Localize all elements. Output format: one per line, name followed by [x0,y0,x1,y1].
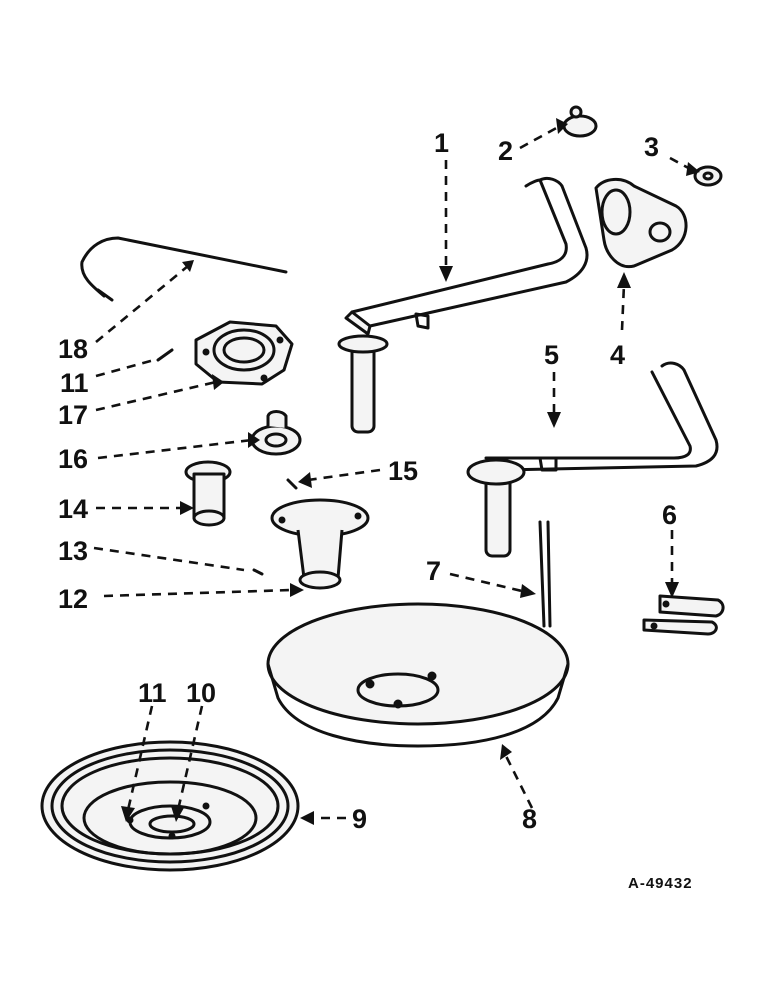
part-14-bushing [184,460,232,527]
callout-7: 7 [426,556,441,586]
part-3-washer [693,165,723,187]
callout-1: 1 [434,128,449,158]
part-17-flange [194,320,294,386]
callout-2: 2 [498,136,513,166]
callout-6: 6 [662,500,677,530]
figure-reference: A-49432 [628,875,693,892]
callout-14: 14 [58,494,88,524]
callout-18: 18 [58,334,88,364]
part-9-tire [40,740,300,872]
part-15-key [286,478,298,490]
part-12-hub [270,498,370,590]
callout-5: 5 [544,340,559,370]
callout-8: 8 [522,804,537,834]
part-13-bolt [252,568,264,576]
callout-9: 9 [352,804,367,834]
callout-10: 10 [186,678,216,708]
callout-12: 12 [58,584,88,614]
callout-11-upper: 11 [60,368,89,398]
callout-13: 13 [58,536,88,566]
part-7-pin [538,520,552,628]
callout-labels: 1 2 3 4 5 6 7 8 9 10 11 11 12 13 14 15 1… [58,128,677,834]
part-1-axle-arm [337,176,589,434]
part-16-collar [250,410,302,456]
callout-11-lower: 11 [138,678,167,708]
callout-3: 3 [644,132,659,162]
callout-15: 15 [388,456,418,486]
callout-16: 16 [58,444,88,474]
part-8-tire [266,602,570,748]
part-2-clamp [562,105,598,138]
part-11-bolt [156,348,174,362]
callout-17: 17 [58,400,88,430]
part-18-rod [80,236,288,302]
part-6-clevis [642,594,725,636]
leader-lines [93,118,700,825]
part-5-axle-arm [466,361,719,558]
part-4-bracket [594,178,688,269]
callout-4: 4 [610,340,625,370]
